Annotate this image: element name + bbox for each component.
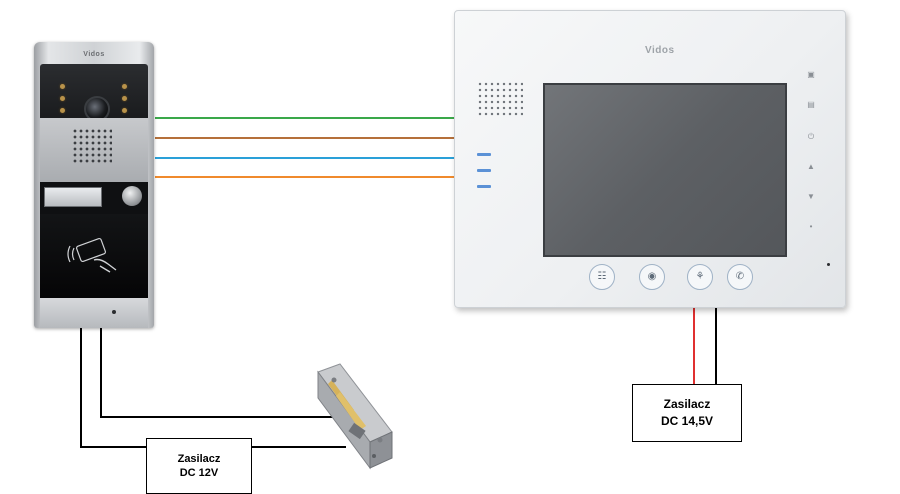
psu-145-line2: DC 14,5V bbox=[660, 414, 714, 428]
door-station-speaker-panel bbox=[40, 118, 148, 182]
psu-12-line2: DC 12V bbox=[179, 467, 219, 479]
ir-led-icon bbox=[122, 96, 127, 101]
ir-led-icon bbox=[122, 84, 127, 89]
monitor-icon[interactable]: ◉ bbox=[639, 264, 665, 290]
wire-psu12-loop bbox=[80, 328, 146, 448]
door-station-rfid-panel bbox=[40, 214, 148, 298]
rfid-card-icon bbox=[67, 237, 117, 273]
electric-strike bbox=[310, 362, 400, 474]
volume-down-icon[interactable]: ▼ bbox=[807, 192, 815, 201]
electric-strike-icon bbox=[317, 363, 393, 470]
ir-led-icon bbox=[122, 108, 127, 113]
indicator-slot bbox=[477, 185, 491, 188]
power-supply-14-5v: Zasilacz DC 14,5V bbox=[632, 384, 742, 442]
talk-icon[interactable]: ✆ bbox=[727, 264, 753, 290]
monitor-speaker-grille-icon bbox=[477, 81, 523, 117]
indoor-monitor: Vidos ▣ ▤ ⏻ ▲ ▼ • ☷ ◉ ⚘ ✆ bbox=[454, 10, 846, 308]
volume-up-icon[interactable]: ▲ bbox=[807, 162, 815, 171]
doorbell-button-icon[interactable] bbox=[122, 186, 142, 206]
indicator-slot bbox=[477, 169, 491, 172]
screw-icon bbox=[112, 310, 116, 314]
monitor-brand: Vidos bbox=[645, 45, 675, 56]
wire-lock-signal bbox=[100, 328, 336, 418]
name-tag-window bbox=[44, 187, 102, 207]
menu-icon[interactable]: ▤ bbox=[807, 100, 815, 109]
door-station-bottom-cap bbox=[40, 298, 148, 328]
door-station-name-plate bbox=[40, 182, 148, 214]
ir-led-icon bbox=[60, 84, 65, 89]
door-station: Vidos bbox=[34, 42, 154, 328]
unlock-icon[interactable]: ▣ bbox=[807, 70, 815, 79]
microphone-icon bbox=[827, 263, 830, 266]
intercom-icon[interactable]: ☷ bbox=[589, 264, 615, 290]
unlock-key-icon[interactable]: ⚘ bbox=[687, 264, 713, 290]
power-icon[interactable]: ⏻ bbox=[807, 132, 815, 141]
speaker-grille-icon bbox=[72, 128, 112, 164]
power-supply-12v: Zasilacz DC 12V bbox=[146, 438, 252, 494]
indicator-slot bbox=[477, 153, 491, 156]
camera-lens-icon bbox=[84, 96, 110, 122]
ir-led-icon bbox=[60, 108, 65, 113]
psu-145-line1: Zasilacz bbox=[663, 397, 711, 411]
psu-12-line1: Zasilacz bbox=[177, 453, 221, 465]
indicator-dot-icon: • bbox=[809, 222, 813, 231]
ir-led-icon bbox=[60, 96, 65, 101]
monitor-screen bbox=[543, 83, 787, 257]
door-station-brand: Vidos bbox=[83, 51, 105, 58]
